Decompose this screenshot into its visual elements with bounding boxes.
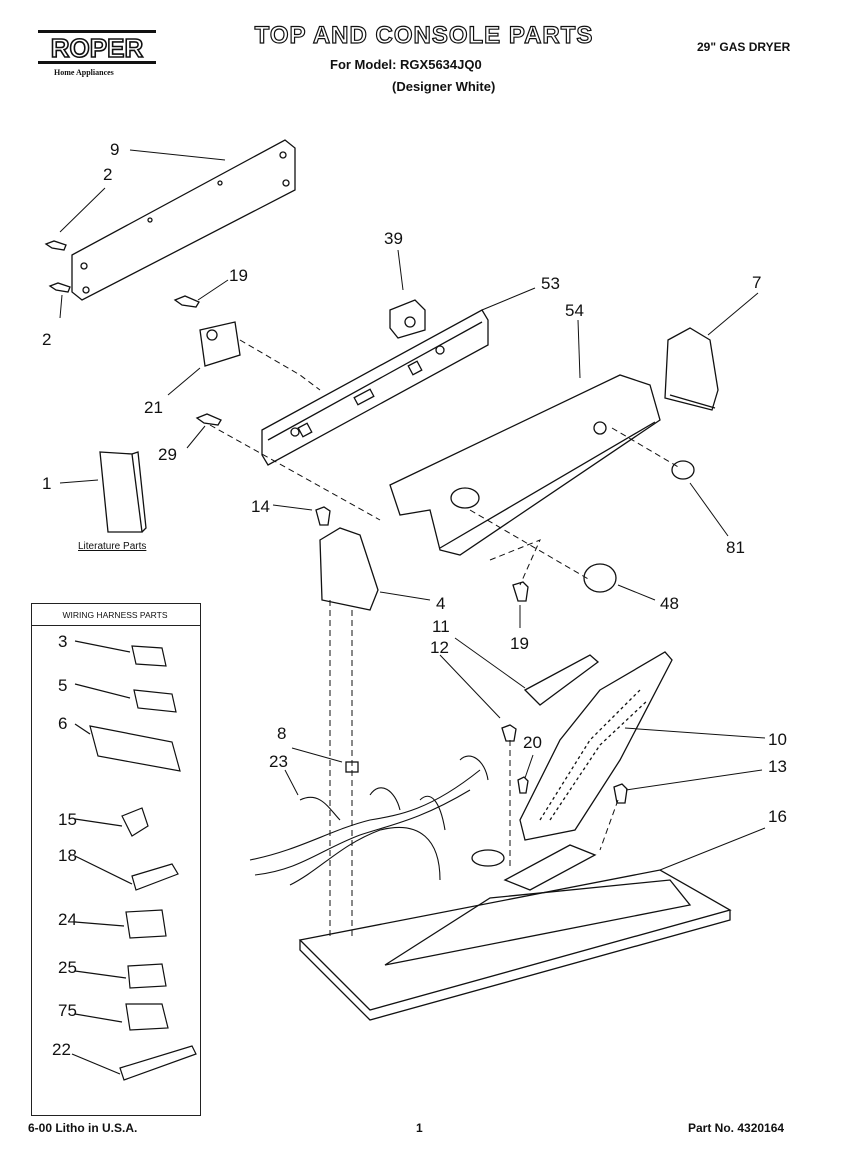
brand-subtitle: Home Appliances: [54, 68, 114, 77]
callout-7: 7: [752, 273, 762, 292]
harness-parts-drawings: [71, 640, 197, 1081]
callout-13: 13: [768, 757, 787, 776]
harness-title-divider: [31, 625, 201, 626]
screw-part-19: [173, 295, 200, 308]
page-title: TOP AND CONSOLE PARTS: [254, 21, 594, 49]
footer-page-number: 1: [416, 1121, 423, 1135]
callout-11: 11: [432, 617, 450, 636]
wiring-harness-parts-box: [31, 603, 201, 1116]
callout-1: 1: [42, 474, 52, 493]
model-number: For Model: RGX5634JQ0: [330, 57, 482, 72]
product-type: 29" GAS DRYER: [697, 40, 791, 54]
harness-item-18: 18: [58, 846, 77, 865]
callout-9: 9: [110, 140, 120, 159]
callout-19-top: 19: [229, 266, 248, 285]
screw-part-13: [613, 783, 628, 804]
callout-14: 14: [251, 497, 270, 516]
harness-box-title: WIRING HARNESS PARTS: [62, 610, 168, 620]
callout-10: 10: [768, 730, 787, 749]
screw-part-2: [44, 240, 71, 293]
callout-16: 16: [768, 807, 787, 826]
callout-53: 53: [541, 274, 560, 293]
finish-label: (Designer White): [392, 79, 496, 94]
screw-part-14: [315, 506, 331, 526]
harness-item-24: 24: [58, 910, 77, 929]
control-bracket-part-53: [261, 309, 489, 466]
rear-panel-part-9: [71, 139, 296, 301]
harness-item-6: 6: [58, 714, 68, 733]
part-21: [199, 321, 241, 367]
wiring-harness-part-23: [249, 755, 489, 886]
harness-item-25: 25: [58, 958, 77, 977]
harness-item-5: 5: [58, 676, 68, 695]
literature-parts-label: Literature Parts: [78, 541, 147, 552]
screw-part-29: [195, 413, 222, 426]
part-12: [501, 724, 517, 742]
callout-29: 29: [158, 445, 177, 464]
lint-filter-part-10: [519, 651, 673, 841]
roper-logo: ROPER: [38, 30, 156, 64]
end-cap-part-4: [319, 527, 379, 611]
callout-2-bottom: 2: [42, 330, 52, 349]
part-11: [523, 654, 600, 706]
callout-54: 54: [565, 301, 584, 320]
callout-39: 39: [384, 229, 403, 248]
callout-19-bottom: 19: [510, 634, 529, 653]
callout-48: 48: [660, 594, 679, 613]
literature-part-1: [99, 451, 147, 533]
top-panel-part-16: [298, 844, 732, 1021]
harness-item-3: 3: [58, 632, 68, 651]
console-part-54: [389, 374, 661, 556]
leader-lines: [59, 149, 766, 871]
harness-item-22: 22: [52, 1040, 71, 1059]
svg-text:ROPER: ROPER: [51, 33, 144, 63]
knob-part-48: [583, 563, 617, 593]
end-cap-part-7: [664, 327, 719, 411]
harness-item-15: 15: [58, 810, 77, 829]
part-81: [671, 460, 695, 480]
callout-2-top: 2: [103, 165, 113, 184]
part-39: [389, 299, 426, 339]
callout-8: 8: [277, 724, 287, 743]
callout-4: 4: [436, 594, 446, 613]
callout-81: 81: [726, 538, 745, 557]
footer-part-number: Part No. 4320164: [688, 1121, 785, 1135]
harness-item-75: 75: [58, 1001, 77, 1020]
callout-23: 23: [269, 752, 288, 771]
footer-print-info: 6-00 Litho in U.S.A.: [28, 1121, 138, 1135]
screw-part-20: [517, 776, 529, 794]
callout-20: 20: [523, 733, 542, 752]
callout-21: 21: [144, 398, 163, 417]
callout-12: 12: [430, 638, 449, 657]
alignment-lines: [209, 339, 681, 940]
